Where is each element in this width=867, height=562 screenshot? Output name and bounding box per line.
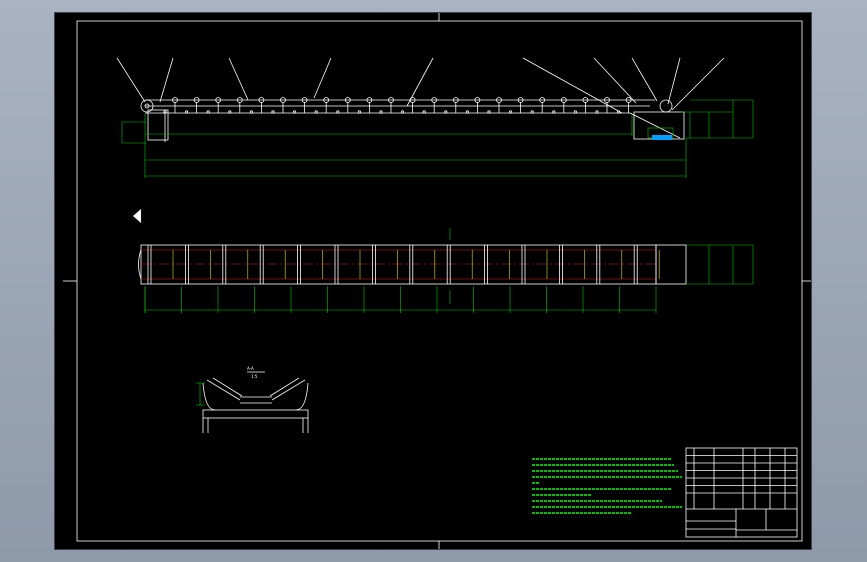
- idler-roller: [444, 97, 459, 114]
- idler-roller: [487, 97, 502, 114]
- idler-roller: [616, 97, 632, 114]
- frame-segment: [297, 245, 323, 284]
- section-a-a: A-A 1:5: [196, 366, 309, 433]
- note-line: [532, 476, 682, 478]
- idler-roller: [508, 97, 524, 114]
- idler-roller: [552, 97, 567, 114]
- idler-roller: [422, 97, 438, 114]
- idler-roller: [228, 97, 243, 114]
- carrying-idlers: [163, 97, 632, 114]
- technical-notes: [532, 455, 682, 518]
- idler-roller: [530, 97, 546, 114]
- frame-segment: [334, 245, 361, 284]
- note-line: [532, 512, 632, 514]
- frame-segment: [371, 245, 398, 284]
- elevation-view: [116, 57, 754, 178]
- view-arrow-marker: [133, 209, 141, 223]
- idler-roller: [292, 97, 308, 114]
- note-line: [532, 500, 662, 502]
- title-block-grid: [686, 448, 797, 509]
- frame-segment: [633, 245, 660, 284]
- plan-dimension-ticks: [144, 286, 657, 313]
- frame-segment: [446, 245, 473, 284]
- frame-segment: [222, 245, 249, 284]
- idler-roller: [379, 97, 394, 114]
- frame-segment: [147, 245, 174, 284]
- note-line: [532, 458, 672, 460]
- idler-roller: [357, 97, 373, 114]
- plan-frames: [147, 245, 660, 284]
- idler-roller: [400, 97, 416, 114]
- idler-roller: [314, 97, 330, 114]
- idler-roller: [271, 97, 286, 114]
- frame-segment: [596, 245, 623, 284]
- note-line: [532, 470, 678, 472]
- plan-view: [138, 228, 754, 313]
- note-line: [532, 488, 672, 490]
- frame-segment: [184, 245, 211, 284]
- frame-segment: [521, 245, 548, 284]
- note-line: [532, 494, 592, 496]
- frame-segment: [559, 245, 585, 284]
- frame-segment: [259, 245, 286, 284]
- idler-roller: [206, 97, 222, 114]
- frame-segment: [484, 245, 510, 284]
- section-scale: 1:5: [251, 374, 258, 379]
- idler-roller: [249, 97, 265, 114]
- frame-segment: [409, 245, 436, 284]
- idler-roller: [595, 97, 610, 114]
- section-label: A-A: [247, 366, 254, 371]
- title-block: [685, 447, 798, 538]
- idler-roller: [163, 97, 178, 114]
- idler-roller: [573, 97, 589, 114]
- idler-roller: [336, 97, 351, 114]
- note-line: [532, 506, 682, 508]
- idler-roller: [465, 97, 481, 114]
- note-line: [532, 464, 674, 466]
- idler-roller: [185, 97, 200, 114]
- note-line: [532, 482, 540, 484]
